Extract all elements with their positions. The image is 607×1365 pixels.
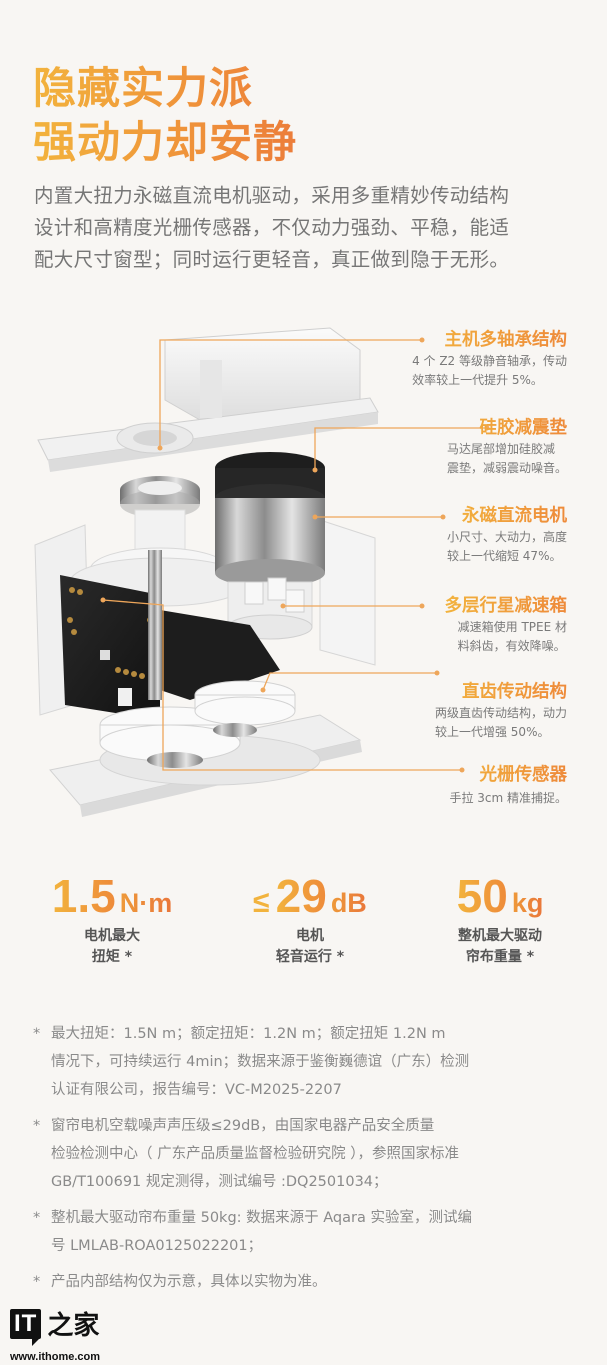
footnote-line: 检验检测中心（ 广东产品质量监督检验研究院 ），参照国家标准 <box>51 1146 459 1162</box>
ithome-watermark: IT 之家 www.ithome.com <box>10 1305 100 1363</box>
footnote-line: 最大扭矩：1.5N m；额定扭矩：1.2N m；额定扭矩 1.2N m <box>51 1026 446 1042</box>
stat-label-line: 轻音运行 * <box>275 949 345 965</box>
stat-number: 29 <box>275 870 327 922</box>
footnote-load: * 整机最大驱动帘布重量 50kg: 数据来源于 Aqara 实验室，测试编 号… <box>33 1204 578 1260</box>
footnote-line: 整机最大驱动帘布重量 50kg: 数据来源于 Aqara 实验室，测试编 <box>51 1210 472 1226</box>
footnote-line: 情况下，可持续运行 4min；数据来源于鉴衡巍德谊（广东）检测 <box>51 1054 470 1070</box>
callout-desc-line: 手拉 3cm 精准捕捉。 <box>449 791 567 805</box>
intro-line: 设计和高精度光栅传感器，不仅动力强劲、平稳，能适 <box>34 216 510 239</box>
callout-title: 永磁直流电机 <box>447 504 567 528</box>
stat-label: 整机最大驱动 帘布重量 * <box>400 926 600 968</box>
stat-label-line: 整机最大驱动 <box>458 928 542 944</box>
asterisk: * <box>33 1274 41 1290</box>
callout-grating-sensor: 光栅传感器 手拉 3cm 精准捕捉。 <box>449 763 567 808</box>
callout-desc-line: 较上一代增强 50%。 <box>434 725 550 739</box>
stat-label-line: 帘布重量 * <box>465 949 535 965</box>
callout-pm-dc-motor: 永磁直流电机 小尺寸、大动力，高度 较上一代缩短 47%。 <box>447 504 567 566</box>
asterisk: * <box>33 1118 41 1134</box>
callout-desc-line: 马达尾部增加硅胶减 <box>446 442 555 456</box>
callout-desc: 两级直齿传动结构，动力 较上一代增强 50%。 <box>435 704 567 742</box>
ithome-logo: IT 之家 <box>10 1305 100 1346</box>
logo-chinese-text: 之家 <box>47 1311 100 1341</box>
stat-prefix: ≤ <box>253 886 270 919</box>
callout-title: 主机多轴承结构 <box>412 328 568 352</box>
stat-unit: kg <box>511 888 544 918</box>
callout-title: 硅胶减震垫 <box>447 416 568 440</box>
callout-desc-line: 较上一代缩短 47%。 <box>446 549 562 563</box>
callout-title: 多层行星减速箱 <box>444 596 568 616</box>
callout-desc-line: 小尺寸、大动力，高度 <box>446 530 567 544</box>
callout-desc-line: 效率较上一代提升 5%。 <box>412 373 543 387</box>
footnote-torque: * 最大扭矩：1.5N m；额定扭矩：1.2N m；额定扭矩 1.2N m 情况… <box>33 1020 578 1104</box>
footnote-line: 号 LMLAB-ROA0125022201； <box>51 1238 263 1254</box>
stat-unit: N·m <box>119 888 173 918</box>
callout-title: 光栅传感器 <box>449 763 568 787</box>
stat-label-line: 电机最大 <box>84 928 140 944</box>
callout-silicone-pad: 硅胶减震垫 马达尾部增加硅胶减 震垫，减弱震动噪音。 <box>447 416 567 478</box>
footnote-line: GB/T100691 规定测得，测试编号 :DQ2501034； <box>51 1174 388 1190</box>
callout-spur-gear: 直齿传动结构 两级直齿传动结构，动力 较上一代增强 50%。 <box>435 680 567 742</box>
callout-desc: 马达尾部增加硅胶减 震垫，减弱震动噪音。 <box>447 440 567 478</box>
stat-label: 电机 轻音运行 * <box>210 926 410 968</box>
footnote-noise: * 窗帘电机空载噪声声压级≤29dB，由国家电器产品安全质量 检验检测中心（ 广… <box>33 1112 578 1196</box>
callout-planetary-gearbox: 多层行星减速箱 减速箱使用 TPEE 材 料斜齿，有效降噪。 <box>445 594 568 656</box>
stat-label: 电机最大 扭矩 * <box>12 926 212 968</box>
product-exploded-illustration: 主机多轴承结构 4 个 Z2 等级静音轴承，传动 效率较上一代提升 5%。 硅胶… <box>0 320 607 840</box>
intro-line: 内置大扭力永磁直流电机驱动，采用多重精妙传动结构 <box>34 184 510 207</box>
title-line-2: 强动力却安静 <box>33 118 297 168</box>
callout-desc: 减速箱使用 TPEE 材 料斜齿，有效降噪。 <box>458 618 567 656</box>
asterisk: * <box>33 1210 41 1226</box>
stat-label-line: 扭矩 * <box>91 949 133 965</box>
stat-label-line: 电机 <box>296 928 324 944</box>
callout-desc: 手拉 3cm 精准捕捉。 <box>449 789 567 808</box>
page-title: 隐藏实力派 强动力却安静 <box>33 62 297 170</box>
motor-internals-image <box>34 327 490 817</box>
stat-number: 1.5 <box>51 870 116 922</box>
intro-line: 配大尺寸窗型；同时运行更轻音，真正做到隐于无形。 <box>34 248 510 271</box>
asterisk: * <box>33 1026 41 1042</box>
footnotes: * 最大扭矩：1.5N m；额定扭矩：1.2N m；额定扭矩 1.2N m 情况… <box>33 1020 578 1304</box>
callout-desc-line: 料斜齿，有效降噪。 <box>457 639 566 653</box>
stat-number: 50 <box>456 870 508 922</box>
callout-main-bearing: 主机多轴承结构 4 个 Z2 等级静音轴承，传动 效率较上一代提升 5%。 <box>412 328 567 390</box>
callout-title: 直齿传动结构 <box>435 680 567 704</box>
stat-unit: dB <box>330 888 367 918</box>
callout-desc: 4 个 Z2 等级静音轴承，传动 效率较上一代提升 5%。 <box>412 352 567 390</box>
intro-paragraph: 内置大扭力永磁直流电机驱动，采用多重精妙传动结构 设计和高精度光栅传感器，不仅动… <box>34 180 574 276</box>
watermark-url: www.ithome.com <box>10 1351 101 1363</box>
footnote-line: 认证有限公司，报告编号：VC-M2025-2207 <box>51 1082 342 1098</box>
callout-desc-line: 两级直齿传动结构，动力 <box>434 706 567 720</box>
callout-desc: 小尺寸、大动力，高度 较上一代缩短 47%。 <box>447 528 567 566</box>
footnote-line: 产品内部结构仅为示意，具体以实物为准。 <box>51 1274 327 1290</box>
footnote-disclaimer: * 产品内部结构仅为示意，具体以实物为准。 <box>33 1268 578 1296</box>
callout-desc-line: 减速箱使用 TPEE 材 <box>457 620 567 634</box>
callout-desc-line: 4 个 Z2 等级静音轴承，传动 <box>412 354 567 368</box>
it-logo-badge: IT <box>10 1308 42 1346</box>
footnote-line: 窗帘电机空载噪声声压级≤29dB，由国家电器产品安全质量 <box>51 1118 435 1134</box>
callout-desc-line: 震垫，减弱震动噪音。 <box>446 461 567 475</box>
title-line-1: 隐藏实力派 <box>33 64 253 114</box>
